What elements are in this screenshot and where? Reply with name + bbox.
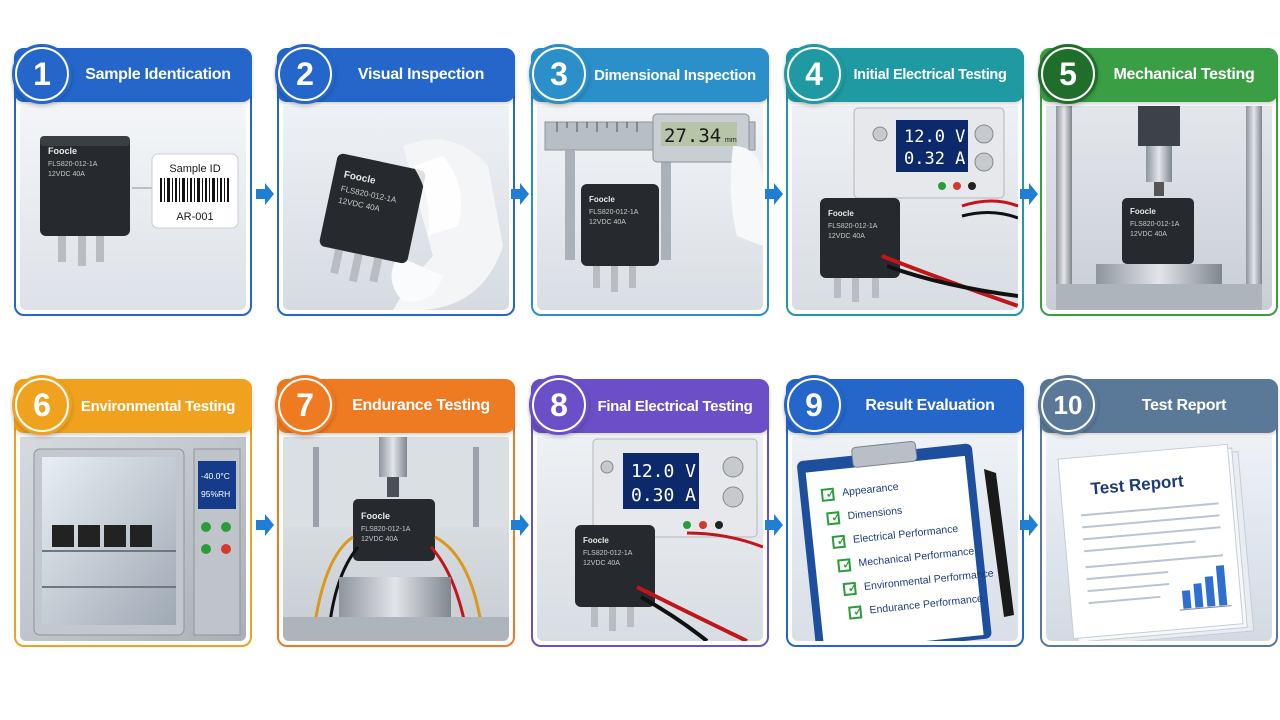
endurance-testing-photo: Foocle FLS820-012-1A 12VDC 40A [283,437,509,641]
environmental-testing-photo: -40.0°C 95%RH [20,437,246,641]
checklist-item-label: Dimensions [847,504,903,523]
step-card-10: Test Report [1038,375,1278,647]
checkbox-checked-icon: ✓ [820,484,838,502]
report-bar-chart-icon [1179,565,1232,611]
step-title-6: Environmental Testing [80,397,236,415]
step-title-10: Test Report [1141,397,1227,414]
step-card-4: 12.0 V 0.32 A Foocle FLS820-012-1A 12VDC… [784,44,1024,316]
step-card-3: 27.34 mm Foocle FLS820-012-1A 12VDC 40A … [529,44,769,316]
relay-spec-text: 12VDC 40A [828,233,865,240]
checkbox-checked-icon: ✓ [837,555,854,573]
chamber-temperature-readout: -40.0°C [201,471,230,481]
step-number-badge-9: 9 [784,375,844,435]
step-card-6: -40.0°C 95%RH Environmental Testing 6 [12,375,252,647]
step-number-8: 8 [534,380,584,430]
visual-inspection-photo: Foocle FLS820-012-1A 12VDC 40A [283,106,509,310]
flow-arrow-icon [256,514,274,536]
supply-voltage-readout: 12.0 V [631,461,696,482]
caliper-reading: 27.34 [664,125,721,147]
relay-spec-text: 12VDC 40A [361,536,398,543]
sample-id-code: AR-001 [176,211,213,223]
step-number-6: 6 [17,380,67,430]
relay-model-text: FLS820-012-1A [48,161,98,168]
flow-arrow-icon [511,514,529,536]
step-number-badge-10: 10 [1038,375,1098,435]
relay-model-text: FLS820-012-1A [828,223,878,230]
supply-current-readout: 0.32 A [904,149,965,169]
relay-spec-text: 12VDC 40A [1130,231,1167,238]
step-card-5: Foocle FLS820-012-1A 12VDC 40A Mechanica… [1038,44,1278,316]
relay-brand-text: Foocle [361,511,390,521]
step-title-8: Final Electrical Testing [597,397,753,415]
step-number-badge-5: 5 [1038,44,1098,104]
flow-arrow-icon [511,183,529,205]
step-number-10: 10 [1043,380,1093,430]
step-card-2: Foocle FLS820-012-1A 12VDC 40A Visual In… [275,44,515,316]
step-number-4: 4 [789,49,839,99]
flow-arrow-icon [765,183,783,205]
step-title-1: Sample Identication [85,66,231,83]
relay-brand-text: Foocle [48,146,77,156]
mechanical-testing-photo: Foocle FLS820-012-1A 12VDC 40A [1046,106,1272,310]
relay-model-text: FLS820-012-1A [1130,221,1180,228]
result-evaluation-photo: ✓ Appearance ✓ Dimensions ✓ Electrical P… [792,437,1018,641]
step-number-badge-7: 7 [275,375,335,435]
checkbox-checked-icon: ✓ [842,578,860,596]
sample-id-label-title: Sample ID [169,163,220,175]
caliper-unit: mm [725,137,737,144]
checkbox-checked-icon: ✓ [831,531,849,549]
relay-brand-text: Foocle [583,536,609,545]
relay-brand-text: Foocle [828,209,854,218]
dimensional-inspection-photo: 27.34 mm Foocle FLS820-012-1A 12VDC 40A [537,106,763,310]
barcode-icon [160,178,229,202]
step-number-5: 5 [1043,49,1093,99]
step-number-badge-3: 3 [529,44,589,104]
evaluation-checklist: ✓ Appearance ✓ Dimensions ✓ Electrical P… [820,464,1014,626]
step-card-8: 12.0 V 0.30 A Foocle FLS820-012-1A 12VDC… [529,375,769,647]
flow-arrow-icon [1020,514,1038,536]
supply-current-readout: 0.30 A [631,485,696,506]
step-number-badge-1: 1 [12,44,72,104]
checklist-item-label: Appearance [841,480,900,499]
relay-brand-text: Foocle [589,195,615,204]
flow-arrow-icon [765,514,783,536]
step-title-3: Dimensional Inspection [594,66,756,84]
step-number-badge-4: 4 [784,44,844,104]
initial-electrical-testing-photo: 12.0 V 0.32 A Foocle FLS820-012-1A 12VDC… [792,106,1018,310]
flow-arrow-icon [256,183,274,205]
checkbox-checked-icon: ✓ [848,602,865,620]
supply-voltage-readout: 12.0 V [904,127,965,147]
test-report-photo: Test Report [1046,437,1272,641]
step-number-2: 2 [280,49,330,99]
step-title-2: Visual Inspection [357,66,485,83]
step-title-7: Endurance Testing [352,397,490,414]
relay-model-text: FLS820-012-1A [361,526,411,533]
relay-spec-text: 12VDC 40A [583,560,620,567]
sample-identification-photo: Foocle FLS820-012-1A 12VDC 40A Sample ID [20,106,246,310]
step-card-9: ✓ Appearance ✓ Dimensions ✓ Electrical P… [784,375,1024,647]
step-number-7: 7 [280,380,330,430]
relay-spec-text: 12VDC 40A [589,219,626,226]
step-card-1: Foocle FLS820-012-1A 12VDC 40A Sample ID [12,44,252,316]
step-title-5: Mechanical Testing [1113,66,1255,83]
chamber-humidity-readout: 95%RH [201,489,230,499]
step-number-1: 1 [17,49,67,99]
step-card-7: Foocle FLS820-012-1A 12VDC 40A Endurance… [275,375,515,647]
relay-model-text: FLS820-012-1A [589,209,639,216]
step-number-badge-2: 2 [275,44,335,104]
relay-spec-text: 12VDC 40A [48,171,85,178]
final-electrical-testing-photo: 12.0 V 0.30 A Foocle FLS820-012-1A 12VDC… [537,437,763,641]
step-number-3: 3 [534,49,584,99]
checkbox-checked-icon: ✓ [826,507,843,525]
step-number-9: 9 [789,380,839,430]
step-number-badge-8: 8 [529,375,589,435]
relay-model-text: FLS820-012-1A [583,550,633,557]
step-title-9: Result Evaluation [865,397,995,414]
relay-brand-text: Foocle [1130,207,1156,216]
step-title-4: Initial Electrical Testing [853,67,1007,83]
flow-arrow-icon [1020,183,1038,205]
step-number-badge-6: 6 [12,375,72,435]
